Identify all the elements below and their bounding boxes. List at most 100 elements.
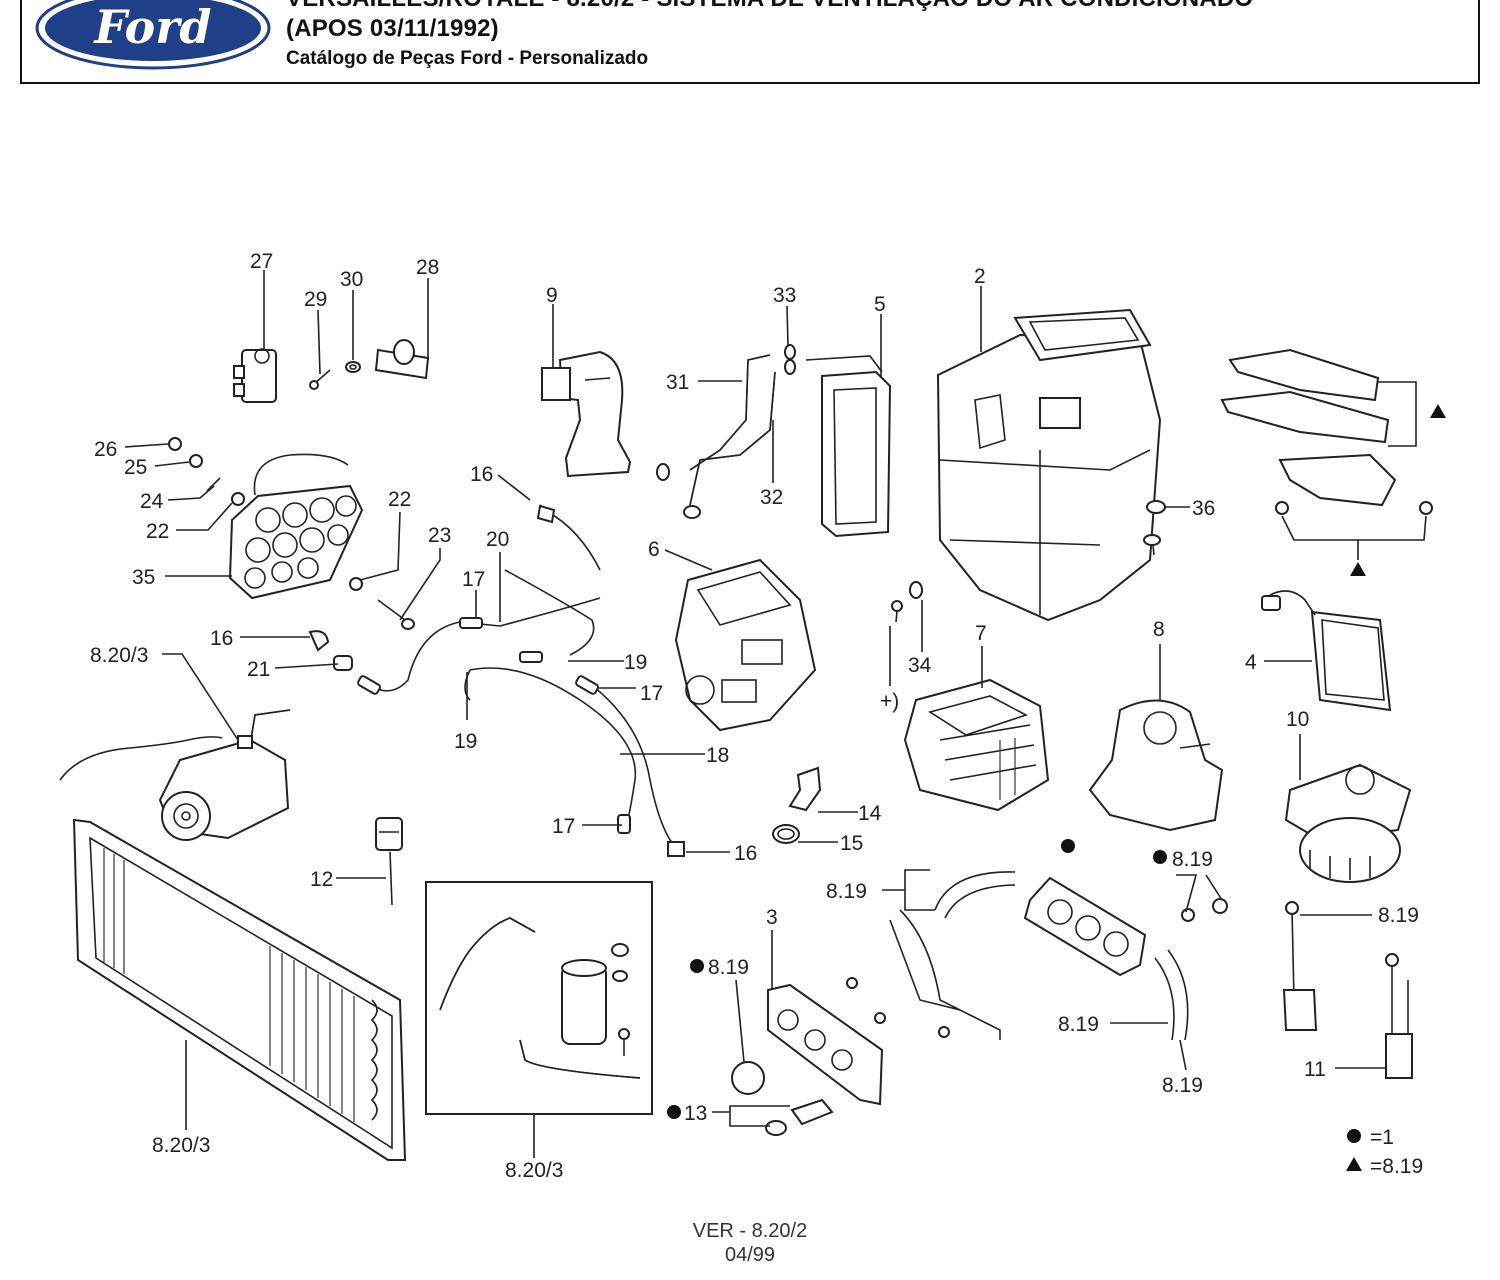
callout-labels: 27 29 30 28 9 33 5 2 31 32 26 25 24 22 2… (90, 250, 1446, 1182)
callout-34: 34 (908, 654, 932, 677)
callout-8: 8 (1153, 618, 1165, 641)
part-pressure-switch-12 (375, 817, 403, 906)
callout-15: 15 (840, 832, 863, 855)
callout-22-right: 22 (388, 488, 411, 511)
callout-31: 31 (666, 371, 689, 394)
callout-8-20-3-compressor: 8.20/3 (90, 644, 148, 667)
leader-lines (124, 270, 1427, 1158)
callout-25: 25 (124, 456, 147, 479)
bullet-marker-icon (667, 1105, 681, 1119)
callout-2: 2 (974, 265, 986, 288)
callout-4: 4 (1245, 651, 1257, 674)
part-heater-housing-2 (936, 308, 1162, 622)
callout-30: 30 (340, 268, 363, 291)
callout-3: 3 (766, 906, 778, 929)
part-distribution-box-6 (674, 558, 817, 732)
callout-32: 32 (760, 486, 783, 509)
callout-26: 26 (94, 438, 117, 461)
part-nut-36 (1143, 500, 1166, 556)
catalog-header: Ford VERSAILLES/ROYALE - 8.20/2 - SISTEM… (20, 0, 1480, 84)
callout-36: 36 (1192, 497, 1215, 520)
part-thermostat-11 (1282, 901, 1413, 1079)
ford-logo: Ford (35, 0, 271, 70)
part-duct-9 (541, 350, 632, 478)
bullet-marker-icon (1153, 850, 1167, 864)
callout-8-19-knob: 8.19 (708, 956, 749, 979)
callout-35: 35 (132, 566, 155, 589)
callout-8-19-cables-left: 8.19 (826, 880, 867, 903)
title-line-2: (APOS 03/11/1992) (286, 15, 499, 42)
part-evaporator-35 (228, 453, 364, 600)
callout-13: 13 (684, 1102, 707, 1125)
part-blower-motor-10 (1284, 763, 1412, 883)
callout-20: 20 (486, 528, 509, 551)
callout-19-right: 19 (624, 651, 647, 674)
part-seals-triangle (1220, 348, 1433, 515)
part-blower-housing-8 (1088, 699, 1224, 832)
callout-17-top: 17 (462, 568, 485, 591)
part-small-fasteners (168, 437, 363, 591)
part-air-box-7 (903, 678, 1050, 812)
callout-22-left: 22 (146, 520, 169, 543)
part-compressor (59, 709, 291, 841)
legend-triangle-icon (1346, 1157, 1362, 1171)
callout-10: 10 (1286, 708, 1309, 731)
part-bolt-23 (377, 599, 415, 630)
legend-circle-value: =1 (1370, 1126, 1394, 1149)
callout-8-20-3-drier: 8.20/3 (505, 1159, 563, 1182)
catalog-subtitle: Catálogo de Peças Ford - Personalizado (286, 48, 649, 69)
callout-27: 27 (250, 250, 273, 273)
part-control-panel (731, 876, 1228, 1136)
callout-23: 23 (428, 524, 451, 547)
callout-17-mid: 17 (640, 682, 663, 705)
callout-21: 21 (247, 658, 270, 681)
bullet-marker-icon (1061, 839, 1075, 853)
callout-16-left: 16 (210, 627, 233, 650)
part-clamp-15 (772, 824, 800, 844)
part-clamp-28 (374, 339, 430, 380)
callout-8-19-cables-lower: 8.19 (1058, 1013, 1099, 1036)
callout-8-19-cables-bottom: 8.19 (1162, 1074, 1203, 1097)
callout-plus: +) (880, 690, 899, 713)
callout-16-top: 16 (470, 463, 493, 486)
title-line-1: VERSAILLES/ROYALE - 8.20/2 - SISTEMA DE … (286, 0, 1253, 14)
legend-triangle-value: =8.19 (1370, 1155, 1423, 1178)
callout-11: 11 (1304, 1058, 1326, 1081)
triangle-marker-icon (1430, 404, 1446, 418)
callout-29: 29 (304, 288, 327, 311)
callout-18: 18 (706, 744, 729, 767)
callout-8-19-thermostat: 8.19 (1378, 904, 1419, 927)
part-o-rings-33 (784, 344, 796, 375)
part-resistor-4 (1261, 590, 1392, 712)
inset-receiver-drier (425, 881, 653, 1115)
part-expansion-valve (233, 348, 277, 403)
callout-5: 5 (874, 293, 886, 316)
part-refrigerant-hoses (308, 504, 685, 857)
callout-28: 28 (416, 256, 439, 279)
page-date: 04/99 (724, 1244, 776, 1266)
legend-circle-icon (1347, 1129, 1361, 1143)
part-control-cables (934, 871, 1189, 1041)
ford-logo-text: Ford (92, 0, 211, 54)
triangle-marker-icon (1350, 562, 1366, 576)
callout-6: 6 (648, 538, 660, 561)
part-drain-hose-14 (788, 766, 822, 812)
callout-12: 12 (310, 868, 333, 891)
legend: =1 =8.19 (1346, 1126, 1423, 1178)
bullet-marker-icon (690, 959, 704, 973)
part-screw-29 (309, 369, 331, 390)
callout-9: 9 (546, 284, 558, 307)
part-washer-30 (345, 361, 361, 373)
callout-24: 24 (140, 490, 164, 513)
part-nut-34 (891, 581, 923, 623)
part-condenser (72, 818, 407, 1161)
part-heater-core-5 (805, 355, 892, 538)
page-title: VERSAILLES/ROYALE - 8.20/2 - SISTEMA DE … (286, 0, 1253, 44)
callout-16-bottom: 16 (734, 842, 757, 865)
condenser-fins (103, 848, 355, 1122)
part-heater-pipes (656, 354, 776, 519)
callout-8-19-dot-right: 8.19 (1172, 848, 1213, 871)
callout-19-bottom: 19 (454, 730, 477, 753)
page-reference: VER - 8.20/2 (692, 1220, 808, 1242)
callout-14: 14 (858, 802, 882, 825)
